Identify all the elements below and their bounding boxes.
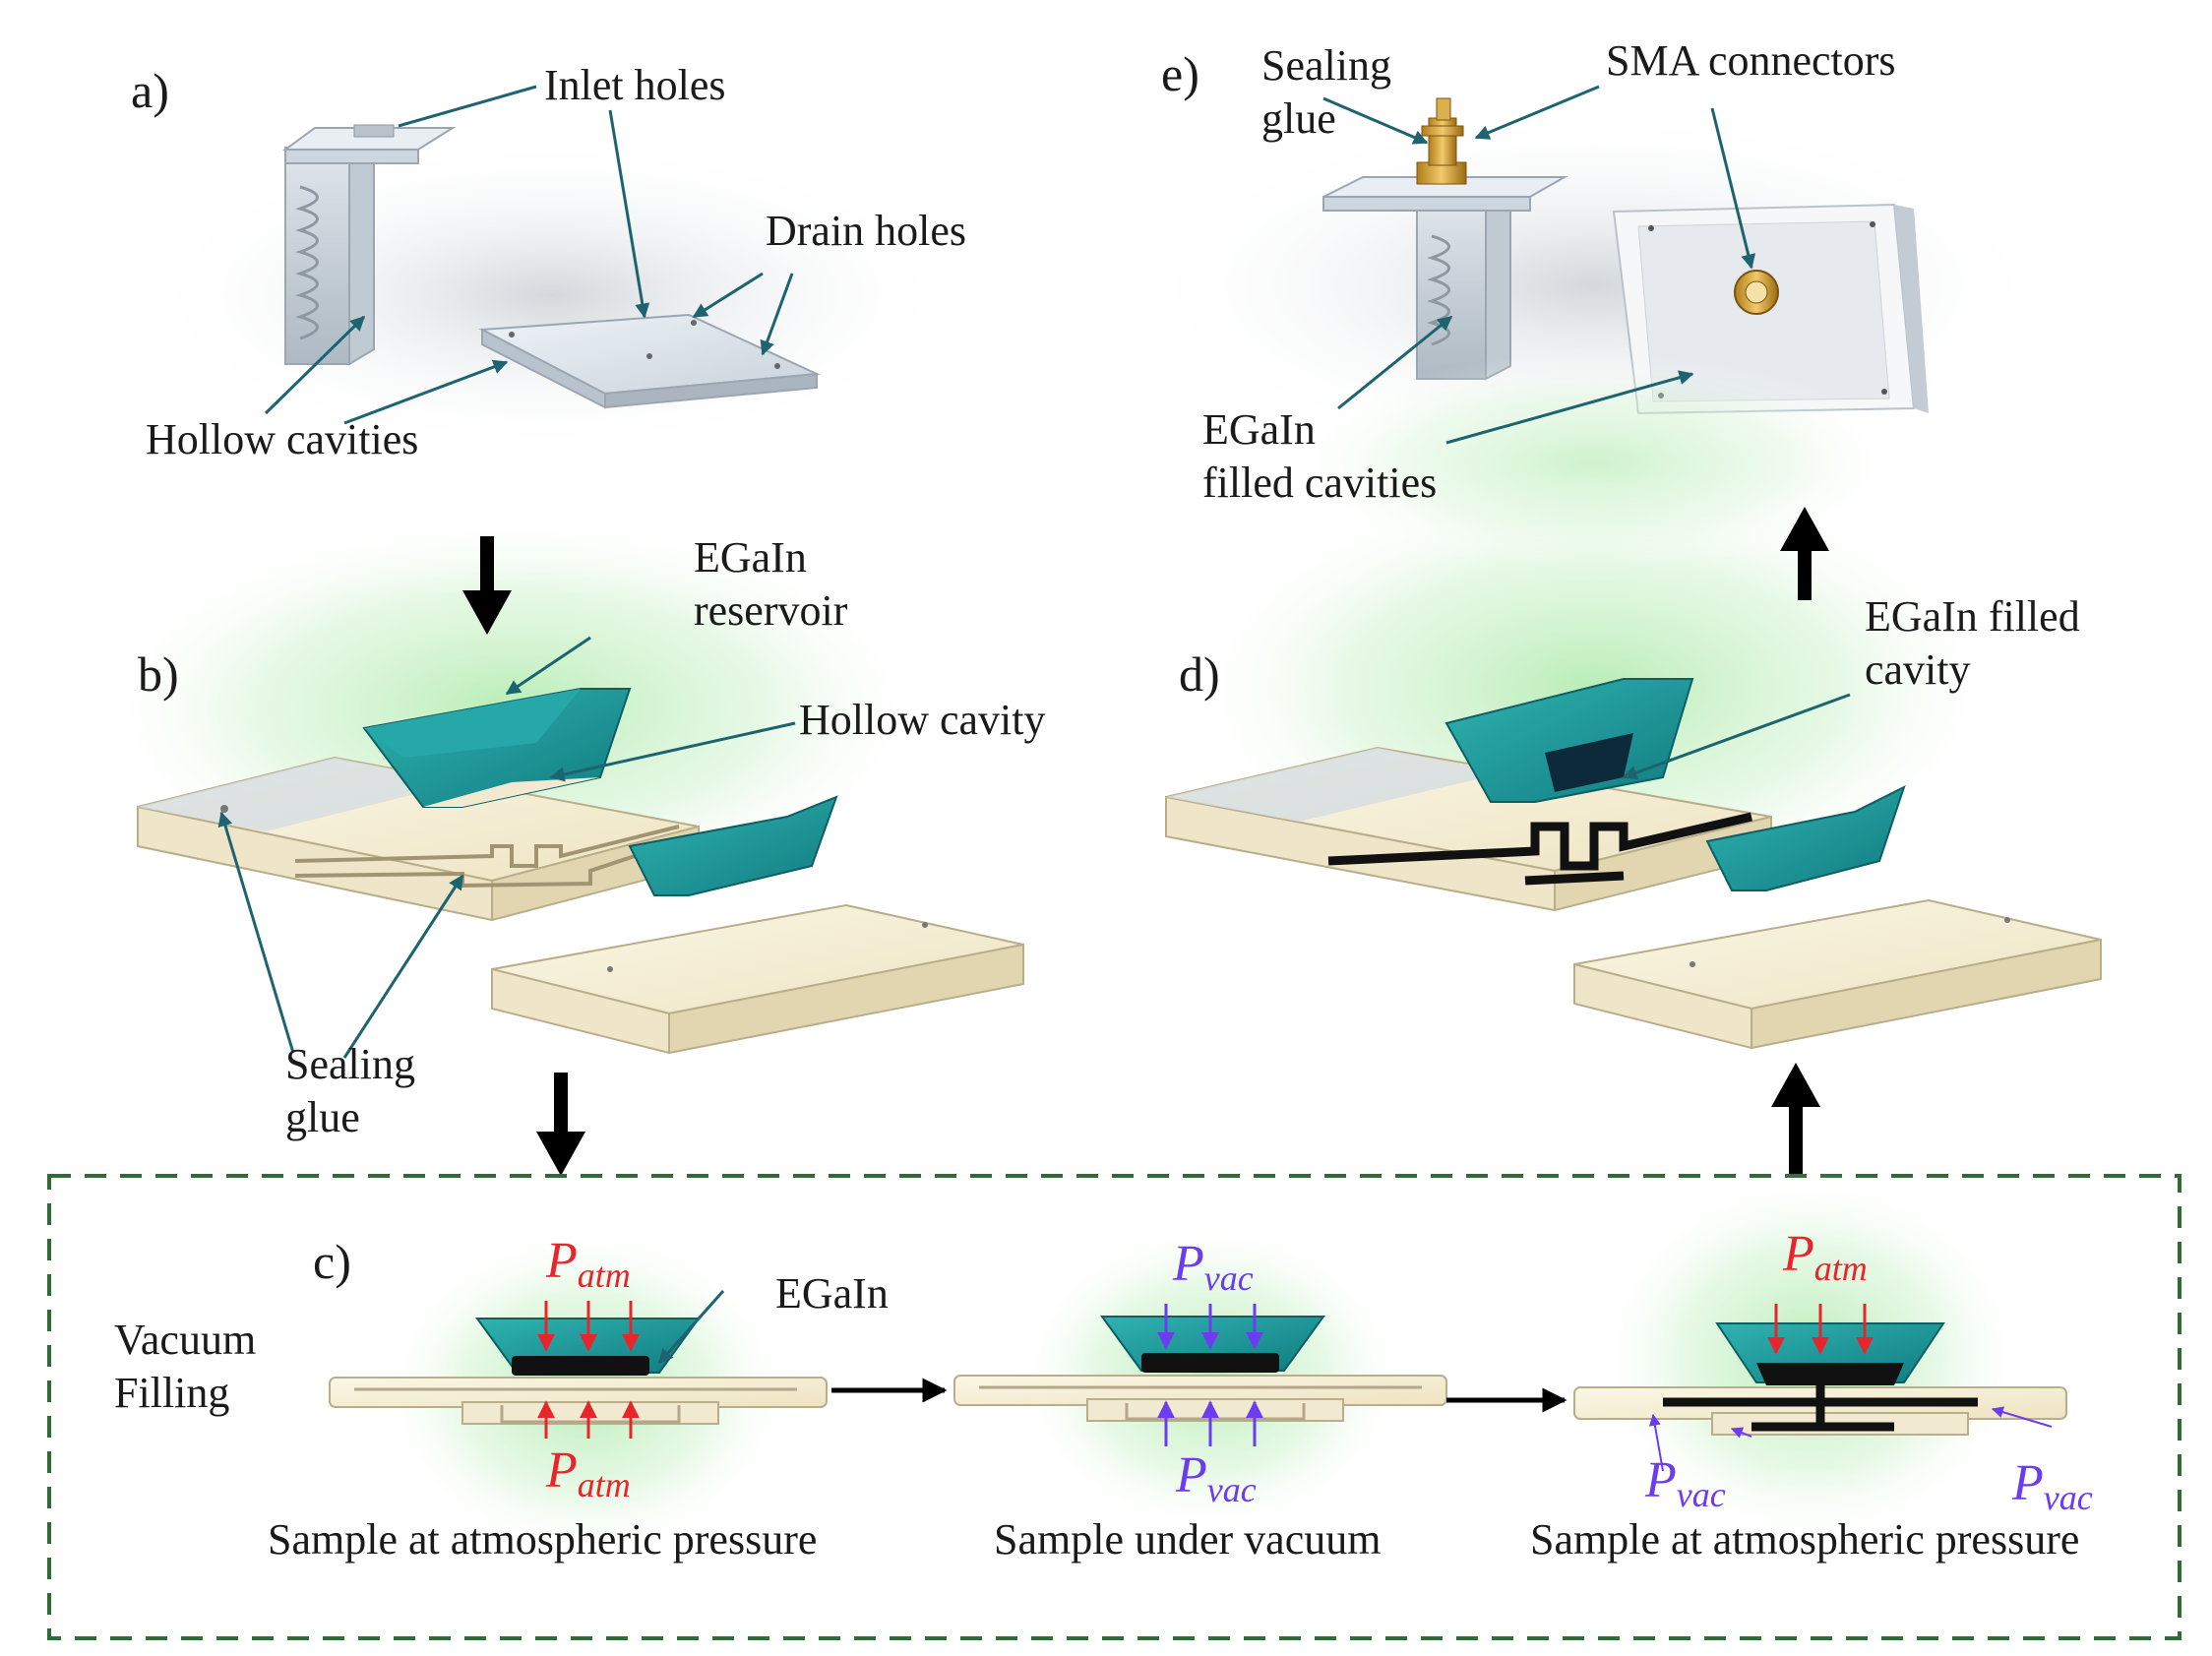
panel-a-illustration — [138, 124, 964, 453]
label-p-vac-step2-top: Pvac — [1173, 1236, 1254, 1298]
label-egain-reservoir: EGaIn reservoir — [694, 533, 848, 635]
flow-arrow-a-to-b — [462, 536, 512, 635]
flow-arrow-d-to-e — [1780, 507, 1829, 600]
label-p-atm-step1-top: Patm — [546, 1233, 631, 1295]
label-p-vac-step3-left: Pvac — [1645, 1452, 1726, 1514]
label-p-atm-step3-top: Patm — [1783, 1226, 1868, 1288]
label-drain-holes: Drain holes — [766, 207, 967, 255]
panel-label-b: b) — [138, 646, 179, 702]
callout-arrows — [217, 85, 1851, 1365]
label-vacuum-filling: Vacuum Filling — [114, 1316, 257, 1417]
label-egain: EGaIn — [775, 1269, 889, 1318]
panel-label-e: e) — [1161, 46, 1199, 101]
panel-c-step2-cross-section — [953, 1220, 1447, 1535]
label-sealing-glue-b: Sealing glue — [285, 1040, 415, 1141]
label-sma-connectors: SMA connectors — [1606, 36, 1896, 85]
panel-c-dashed-frame — [47, 1174, 2181, 1640]
caption-step3: Sample at atmospheric pressure — [1530, 1515, 2080, 1564]
label-egain-filled-cavity: EGaIn filled cavity — [1865, 592, 2080, 694]
panel-label-c: c) — [313, 1234, 351, 1289]
panel-c-step1-cross-section — [329, 1225, 828, 1560]
panel-c-step3-cross-section — [1573, 1171, 2067, 1545]
panel-d-illustration — [1165, 354, 2102, 1050]
panel-label-d: d) — [1179, 646, 1220, 702]
label-p-vac-step2-bottom: Pvac — [1176, 1447, 1257, 1509]
label-egain-filled-cavities: EGaIn filled cavities — [1202, 405, 1438, 507]
label-hollow-cavities: Hollow cavities — [146, 415, 419, 463]
panel-b-illustration — [89, 512, 1024, 1055]
label-p-atm-step1-bottom: Patm — [546, 1442, 631, 1504]
panel-label-a: a) — [131, 63, 169, 118]
label-hollow-cavity: Hollow cavity — [799, 696, 1046, 744]
flow-arrow-c-to-d — [1771, 1063, 1820, 1176]
label-sealing-glue-e: Sealing glue — [1261, 41, 1391, 143]
flow-arrow-b-to-c — [536, 1073, 585, 1176]
label-p-vac-step3-right: Pvac — [2012, 1455, 2093, 1517]
caption-step1: Sample at atmospheric pressure — [268, 1515, 818, 1564]
label-inlet-holes: Inlet holes — [544, 61, 726, 109]
panel-e-illustration — [1132, 97, 2057, 462]
caption-step2: Sample under vacuum — [994, 1515, 1382, 1564]
